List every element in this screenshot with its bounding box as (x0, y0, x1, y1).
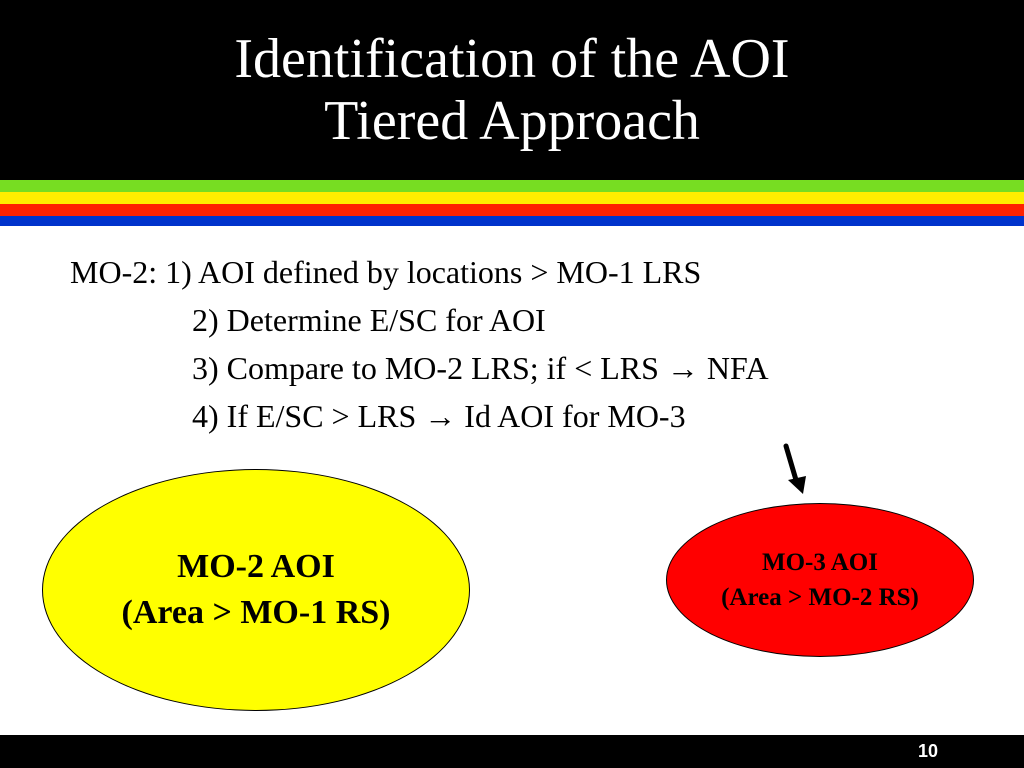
body-line-1: MO-2: 1) AOI defined by locations > MO-1… (70, 254, 702, 290)
stripe-blue (0, 216, 1024, 226)
slide-body: MO-2: 1) AOI defined by locations > MO-1… (70, 248, 769, 440)
body-line-4: 4) If E/SC > LRS → Id AOI for MO-3 (192, 398, 686, 434)
title-line-2: Tiered Approach (324, 90, 700, 152)
mo2-aoi-ellipse: MO-2 AOI (Area > MO-1 RS) (42, 469, 470, 711)
mo3-aoi-ellipse: MO-3 AOI (Area > MO-2 RS) (666, 503, 974, 657)
mo2-aoi-label: MO-2 AOI (177, 548, 335, 585)
stripe-yellow (0, 192, 1024, 204)
mo3-aoi-label: MO-3 AOI (762, 549, 878, 576)
arrow-down-icon (783, 443, 806, 494)
body-line-3: 3) Compare to MO-2 LRS; if < LRS → NFA (192, 350, 769, 386)
title-line-1: Identification of the AOI (234, 28, 790, 90)
mo2-aoi-area-label: (Area > MO-1 RS) (121, 594, 391, 631)
slide-title: Identification of the AOI Tiered Approac… (0, 28, 1024, 152)
body-line-2: 2) Determine E/SC for AOI (192, 302, 546, 338)
slide-header: Identification of the AOI Tiered Approac… (0, 0, 1024, 180)
stripe-red (0, 204, 1024, 216)
mo3-aoi-area-label: (Area > MO-2 RS) (721, 584, 919, 611)
slide-footer: 10 (0, 735, 1024, 768)
page-number: 10 (917, 741, 938, 761)
stripe-green (0, 180, 1024, 192)
